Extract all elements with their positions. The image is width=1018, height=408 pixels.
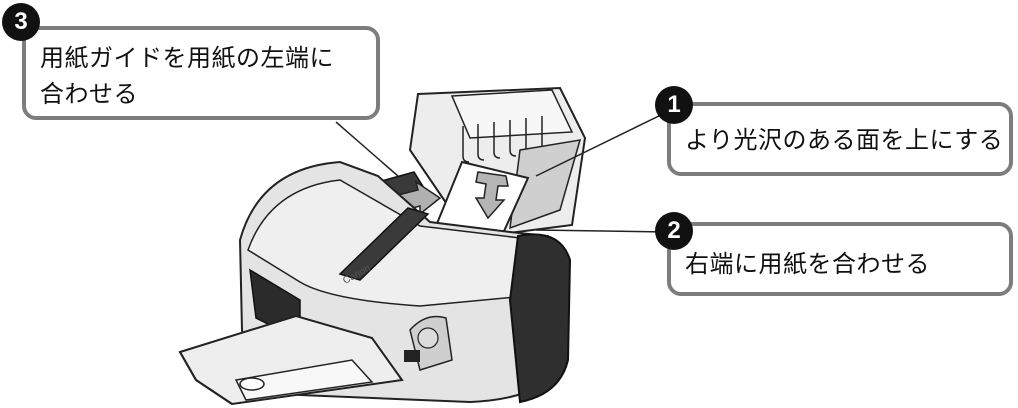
step-3-badge: 3 — [2, 3, 40, 41]
down-arrow-icon — [474, 171, 509, 220]
step-2-badge: 2 — [655, 212, 693, 250]
callout-step-3-text: 用紙ガイドを用紙の左端に 合わせる — [40, 44, 334, 108]
leader-lines — [335, 111, 668, 233]
callout-step-2: 右端に用紙を合わせる — [667, 222, 1013, 296]
callout-step-3: 用紙ガイドを用紙の左端に 合わせる — [22, 26, 380, 120]
callout-step-1-text: より光沢のある面を上にする — [685, 126, 1004, 154]
step-1-badge: 1 — [655, 86, 693, 124]
output-tray — [178, 314, 404, 406]
callout-step-1: より光沢のある面を上にする — [667, 102, 1013, 176]
callout-step-2-text: 右端に用紙を合わせる — [685, 250, 930, 278]
